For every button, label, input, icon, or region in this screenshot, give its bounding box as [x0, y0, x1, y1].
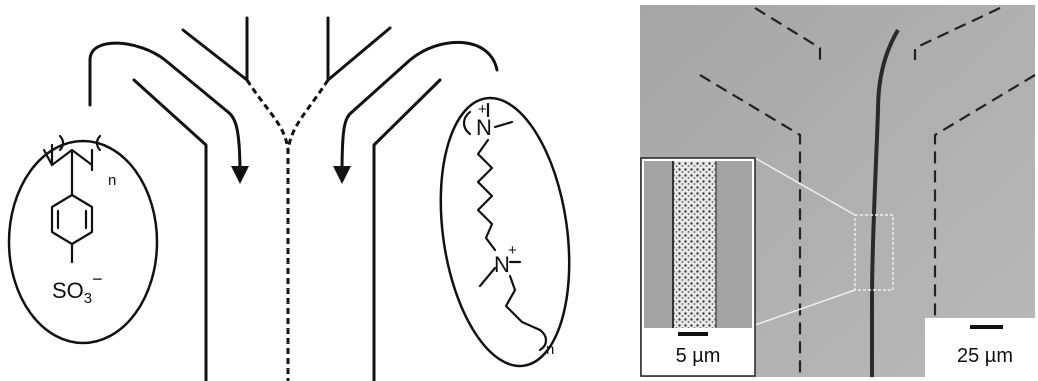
- polycation-structure: [464, 104, 546, 350]
- polyanion-structure: [44, 136, 100, 262]
- schematic-panel: n SO3− N + N + n: [9, 18, 585, 381]
- channel-wall-left-outer: [134, 80, 206, 381]
- inlet-right-v: [328, 18, 390, 80]
- interface-dashed-line: [247, 80, 288, 381]
- polycation-atom-1: N: [476, 115, 492, 140]
- flow-arrow-right: [342, 42, 497, 175]
- polycation-charge-1: +: [478, 101, 487, 118]
- polyanion-ellipse: [9, 141, 157, 343]
- polycation-charge-2: +: [508, 242, 517, 259]
- polycation-ellipse: [425, 90, 585, 375]
- main-scale-label: 25 µm: [957, 345, 1013, 367]
- micrograph-panel: 5 µm 25 µm: [640, 5, 1035, 377]
- interface-dashed-line-right: [288, 80, 328, 150]
- channel-wall-right-outer: [374, 80, 440, 381]
- inset-panel: 5 µm: [641, 158, 755, 376]
- inset-scale-label: 5 µm: [676, 345, 721, 367]
- inset-fiber-texture: [674, 161, 716, 328]
- inlet-left-v: [183, 18, 247, 80]
- polycation-subscript-n: n: [546, 341, 554, 358]
- polyanion-subscript-n: n: [108, 172, 116, 189]
- polyanion-sulfonate-group: SO3−: [52, 269, 103, 307]
- main-scale-box: 25 µm: [925, 318, 1035, 377]
